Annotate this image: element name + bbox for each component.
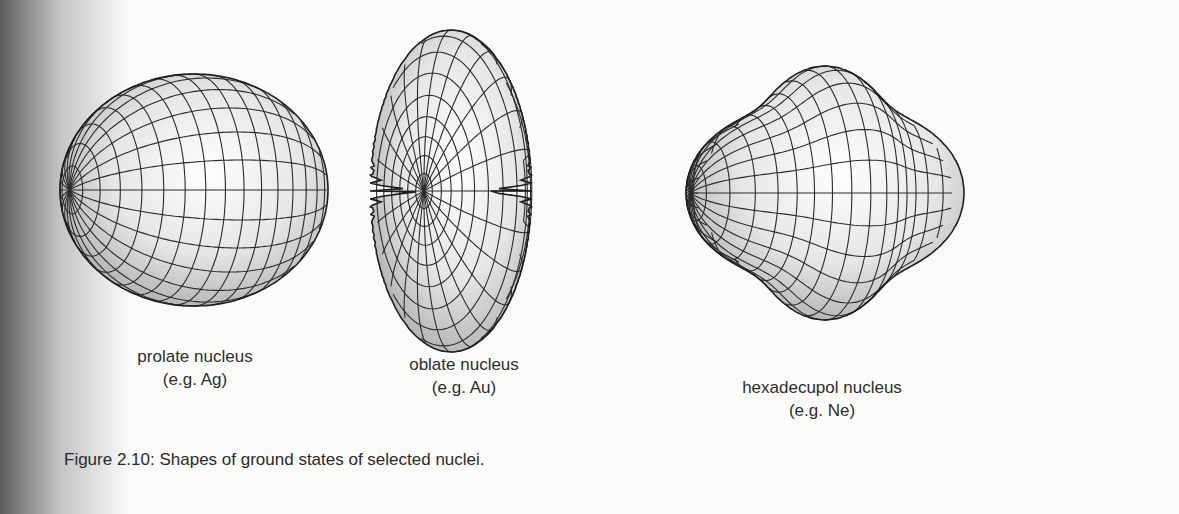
grid-line: [67, 190, 94, 266]
grid-line: [424, 52, 497, 191]
grid-line: [691, 66, 829, 193]
grid-line: [404, 64, 424, 191]
grid-line: [691, 160, 952, 193]
figure-caption: Figure 2.10: Shapes of ground states of …: [64, 450, 485, 470]
nucleus-fill: [686, 66, 964, 320]
grid-line: [687, 193, 707, 225]
grid-line: [382, 191, 424, 254]
grid-line: [70, 78, 260, 190]
grid-line: [424, 191, 530, 233]
shape-name: prolate nucleus: [137, 347, 252, 367]
grid-line: [690, 193, 772, 291]
grid-line: [70, 190, 321, 248]
grid-line: [424, 77, 512, 191]
grid-line: [424, 191, 476, 347]
grid-line: [691, 103, 933, 193]
example-element: (e.g. Ag): [163, 370, 227, 390]
grid-line: [417, 191, 425, 343]
grid-line: [691, 83, 915, 193]
nucleus-fill: [60, 74, 328, 306]
grid-line: [70, 160, 326, 190]
grid-line: [691, 192, 952, 193]
grid-line: [691, 193, 952, 226]
nucleus-outline: [370, 30, 532, 352]
shape-name: oblate nucleus: [409, 355, 519, 375]
grid-line: [691, 193, 829, 320]
example-element: (e.g. Ne): [789, 401, 855, 421]
nucleus-shape-1: [370, 30, 532, 352]
grid-line: [69, 86, 135, 190]
grid-line: [70, 132, 321, 190]
grid-line: [70, 190, 313, 272]
grid-line: [691, 193, 944, 257]
grid-line: [424, 149, 530, 191]
example-element: (e.g. Au): [432, 378, 496, 398]
grid-line: [70, 190, 326, 220]
grid-line: [61, 190, 70, 205]
nucleus-shape-0: [60, 74, 328, 306]
grid-line: [691, 130, 944, 194]
grid-line: [67, 114, 94, 190]
grid-line: [424, 191, 451, 352]
grid-line: [70, 108, 313, 190]
nucleus-outline: [686, 66, 964, 320]
grid-line: [424, 191, 497, 330]
nucleus-outline: [60, 74, 328, 306]
grid-line: [686, 193, 699, 208]
grid-line: [70, 189, 327, 190]
grid-line: [70, 190, 198, 306]
grid-line: [391, 191, 424, 286]
grid-line: [424, 111, 523, 192]
grid-line: [688, 193, 717, 242]
grid-line: [424, 191, 523, 272]
grid-line: [424, 30, 451, 191]
grid-line: [417, 39, 425, 191]
grid-line: [691, 193, 915, 303]
grid-line: [686, 192, 698, 193]
nucleus-fill: [370, 30, 532, 352]
grid-line: [691, 193, 933, 283]
grid-line: [690, 95, 772, 193]
grid-line: [69, 190, 135, 294]
shape-name: hexadecupol nucleus: [742, 378, 902, 398]
grid-line: [382, 128, 424, 191]
grid-line: [404, 191, 424, 318]
grid-line: [70, 190, 260, 302]
grid-line: [424, 191, 512, 305]
nucleus-shape-2: [686, 66, 964, 320]
